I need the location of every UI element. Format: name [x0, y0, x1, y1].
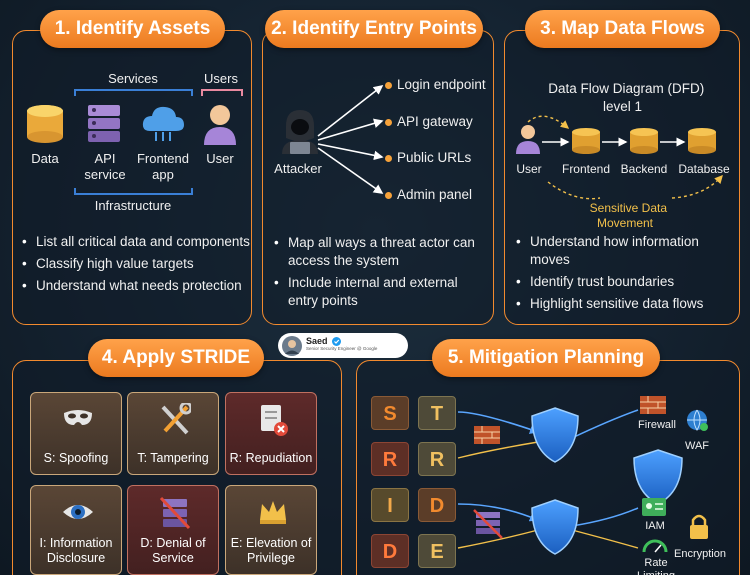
avatar — [282, 335, 302, 356]
entry-point-text: Public URLs — [397, 150, 472, 165]
stride-letter-d: D — [418, 488, 456, 522]
stride-tile-elevation: E: Elevation of Privilege — [225, 485, 317, 575]
tools-icon — [161, 403, 191, 435]
entry-point-urls: Public URLs — [385, 150, 471, 165]
entry-point-api: API gateway — [385, 114, 473, 129]
panel3-bullets: Understand how information moves Identif… — [516, 233, 738, 317]
entry-point-login: Login endpoint — [385, 77, 486, 92]
bullet: Classify high value targets — [22, 255, 250, 273]
author-badge: Saed Senior Security Engineer @ Google — [278, 333, 408, 358]
tile-label: T: Tampering — [137, 451, 209, 465]
bullet: Understand how information moves — [516, 233, 738, 269]
panel2-title: 2. Identify Entry Points — [265, 10, 483, 48]
stride-letter-t: T — [418, 396, 456, 430]
server-blocked-icon — [159, 496, 191, 530]
infrastructure-bracket — [74, 188, 193, 195]
stride-tile-dos: D: Denial of Service — [127, 485, 219, 575]
stride-tile-disclosure: I: Information Disclosure — [30, 485, 122, 575]
document-x-icon — [261, 405, 288, 436]
dot-marker — [385, 191, 392, 199]
dfd-diagram — [516, 115, 723, 200]
stride-tile-tampering: T: Tampering — [127, 392, 219, 475]
server-icon — [88, 105, 120, 142]
eye-icon — [63, 505, 93, 519]
bullet: Understand what needs protection — [22, 277, 250, 295]
stride-letter-s: S — [371, 396, 409, 430]
tile-label-text: I: Information Disclosure — [39, 536, 113, 565]
dfd-title-text: Data Flow Diagram (DFD) level 1 — [548, 81, 705, 114]
tile-label-text: E: Elevation of Privilege — [230, 536, 312, 565]
panel2-bullets: Map all ways a threat actor can access t… — [274, 234, 489, 314]
infrastructure-label: Infrastructure — [94, 198, 172, 213]
control-waf: WAF — [684, 440, 710, 452]
cloud-icon — [142, 106, 184, 141]
dot-marker — [385, 118, 392, 126]
author-subtitle: Senior Security Engineer @ Google — [306, 346, 378, 351]
bullet: Identify trust boundaries — [516, 273, 738, 291]
author-name: Saed — [306, 336, 328, 346]
hacker-icon — [282, 110, 318, 154]
dfd-title: Data Flow Diagram (DFD) level 1 — [510, 62, 735, 116]
asset-label-api-text: API service — [84, 151, 126, 182]
services-label: Services — [108, 71, 158, 86]
dfd-node-database: Database — [678, 162, 730, 176]
tile-label: S: Spoofing — [43, 451, 109, 465]
asset-label-frontend: Frontend app — [133, 151, 193, 183]
entry-arrows — [317, 85, 384, 194]
panel1-bullets: List all critical data and components Cl… — [22, 233, 250, 299]
database-icon — [27, 105, 63, 143]
stride-tile-repudiation: R: Repudiation — [225, 392, 317, 475]
dot-marker — [385, 154, 392, 162]
mask-icon — [64, 410, 92, 425]
entry-point-text: Login endpoint — [397, 77, 486, 92]
user-icon — [204, 105, 236, 145]
control-rate-limiting: Rate Limiting — [636, 557, 676, 575]
mitigation-diagram — [457, 396, 708, 555]
panel3-title: 3. Map Data Flows — [525, 10, 720, 48]
tile-label: I: Information Disclosure — [31, 536, 121, 566]
attacker-label: Attacker — [274, 161, 322, 176]
asset-label-frontend-text: Frontend app — [136, 151, 190, 182]
panel-identify-assets — [12, 30, 252, 325]
entry-point-text: Admin panel — [397, 187, 473, 202]
bullet: Highlight sensitive data flows — [516, 295, 738, 313]
stride-letter-r: R — [371, 442, 409, 476]
users-label: Users — [204, 71, 238, 86]
stride-letter-d2: D — [371, 534, 409, 568]
dfd-node-user: User — [516, 162, 542, 176]
tile-label: R: Repudiation — [229, 451, 313, 465]
panel4-title: 4. Apply STRIDE — [88, 339, 264, 377]
tile-label: D: Denial of Service — [128, 536, 218, 566]
stride-letter-e: E — [418, 534, 456, 568]
panel5-title: 5. Mitigation Planning — [432, 339, 660, 377]
stride-letter-r2: R — [418, 442, 456, 476]
dfd-node-backend: Backend — [620, 162, 668, 176]
stride-letter-i: I — [371, 488, 409, 522]
bullet: List all critical data and components — [22, 233, 250, 251]
panel1-title: 1. Identify Assets — [40, 10, 225, 48]
verified-check-icon — [332, 337, 341, 346]
entry-point-admin: Admin panel — [385, 187, 472, 202]
sensitive-data-label: Sensitive Data Movement — [570, 186, 680, 231]
control-iam: IAM — [645, 520, 665, 532]
control-encryption: Encryption — [674, 548, 726, 560]
stride-tile-spoofing: S: Spoofing — [30, 392, 122, 475]
entry-point-text: API gateway — [397, 114, 473, 129]
crown-icon — [260, 501, 286, 524]
bullet: Map all ways a threat actor can access t… — [274, 234, 489, 270]
tile-label: E: Elevation of Privilege — [226, 536, 316, 566]
services-bracket — [74, 89, 243, 96]
bullet: Include internal and external entry poin… — [274, 274, 489, 310]
control-firewall: Firewall — [638, 419, 676, 431]
asset-label-data: Data — [31, 151, 59, 166]
dfd-node-frontend: Frontend — [561, 162, 611, 176]
asset-label-user: User — [206, 151, 234, 166]
asset-label-api: API service — [75, 151, 135, 183]
tile-label-text: D: Denial of Service — [140, 536, 206, 565]
dot-marker — [385, 81, 392, 89]
sensitive-data-text: Sensitive Data Movement — [589, 201, 668, 230]
control-rate-limiting-text: Rate Limiting — [637, 557, 675, 575]
